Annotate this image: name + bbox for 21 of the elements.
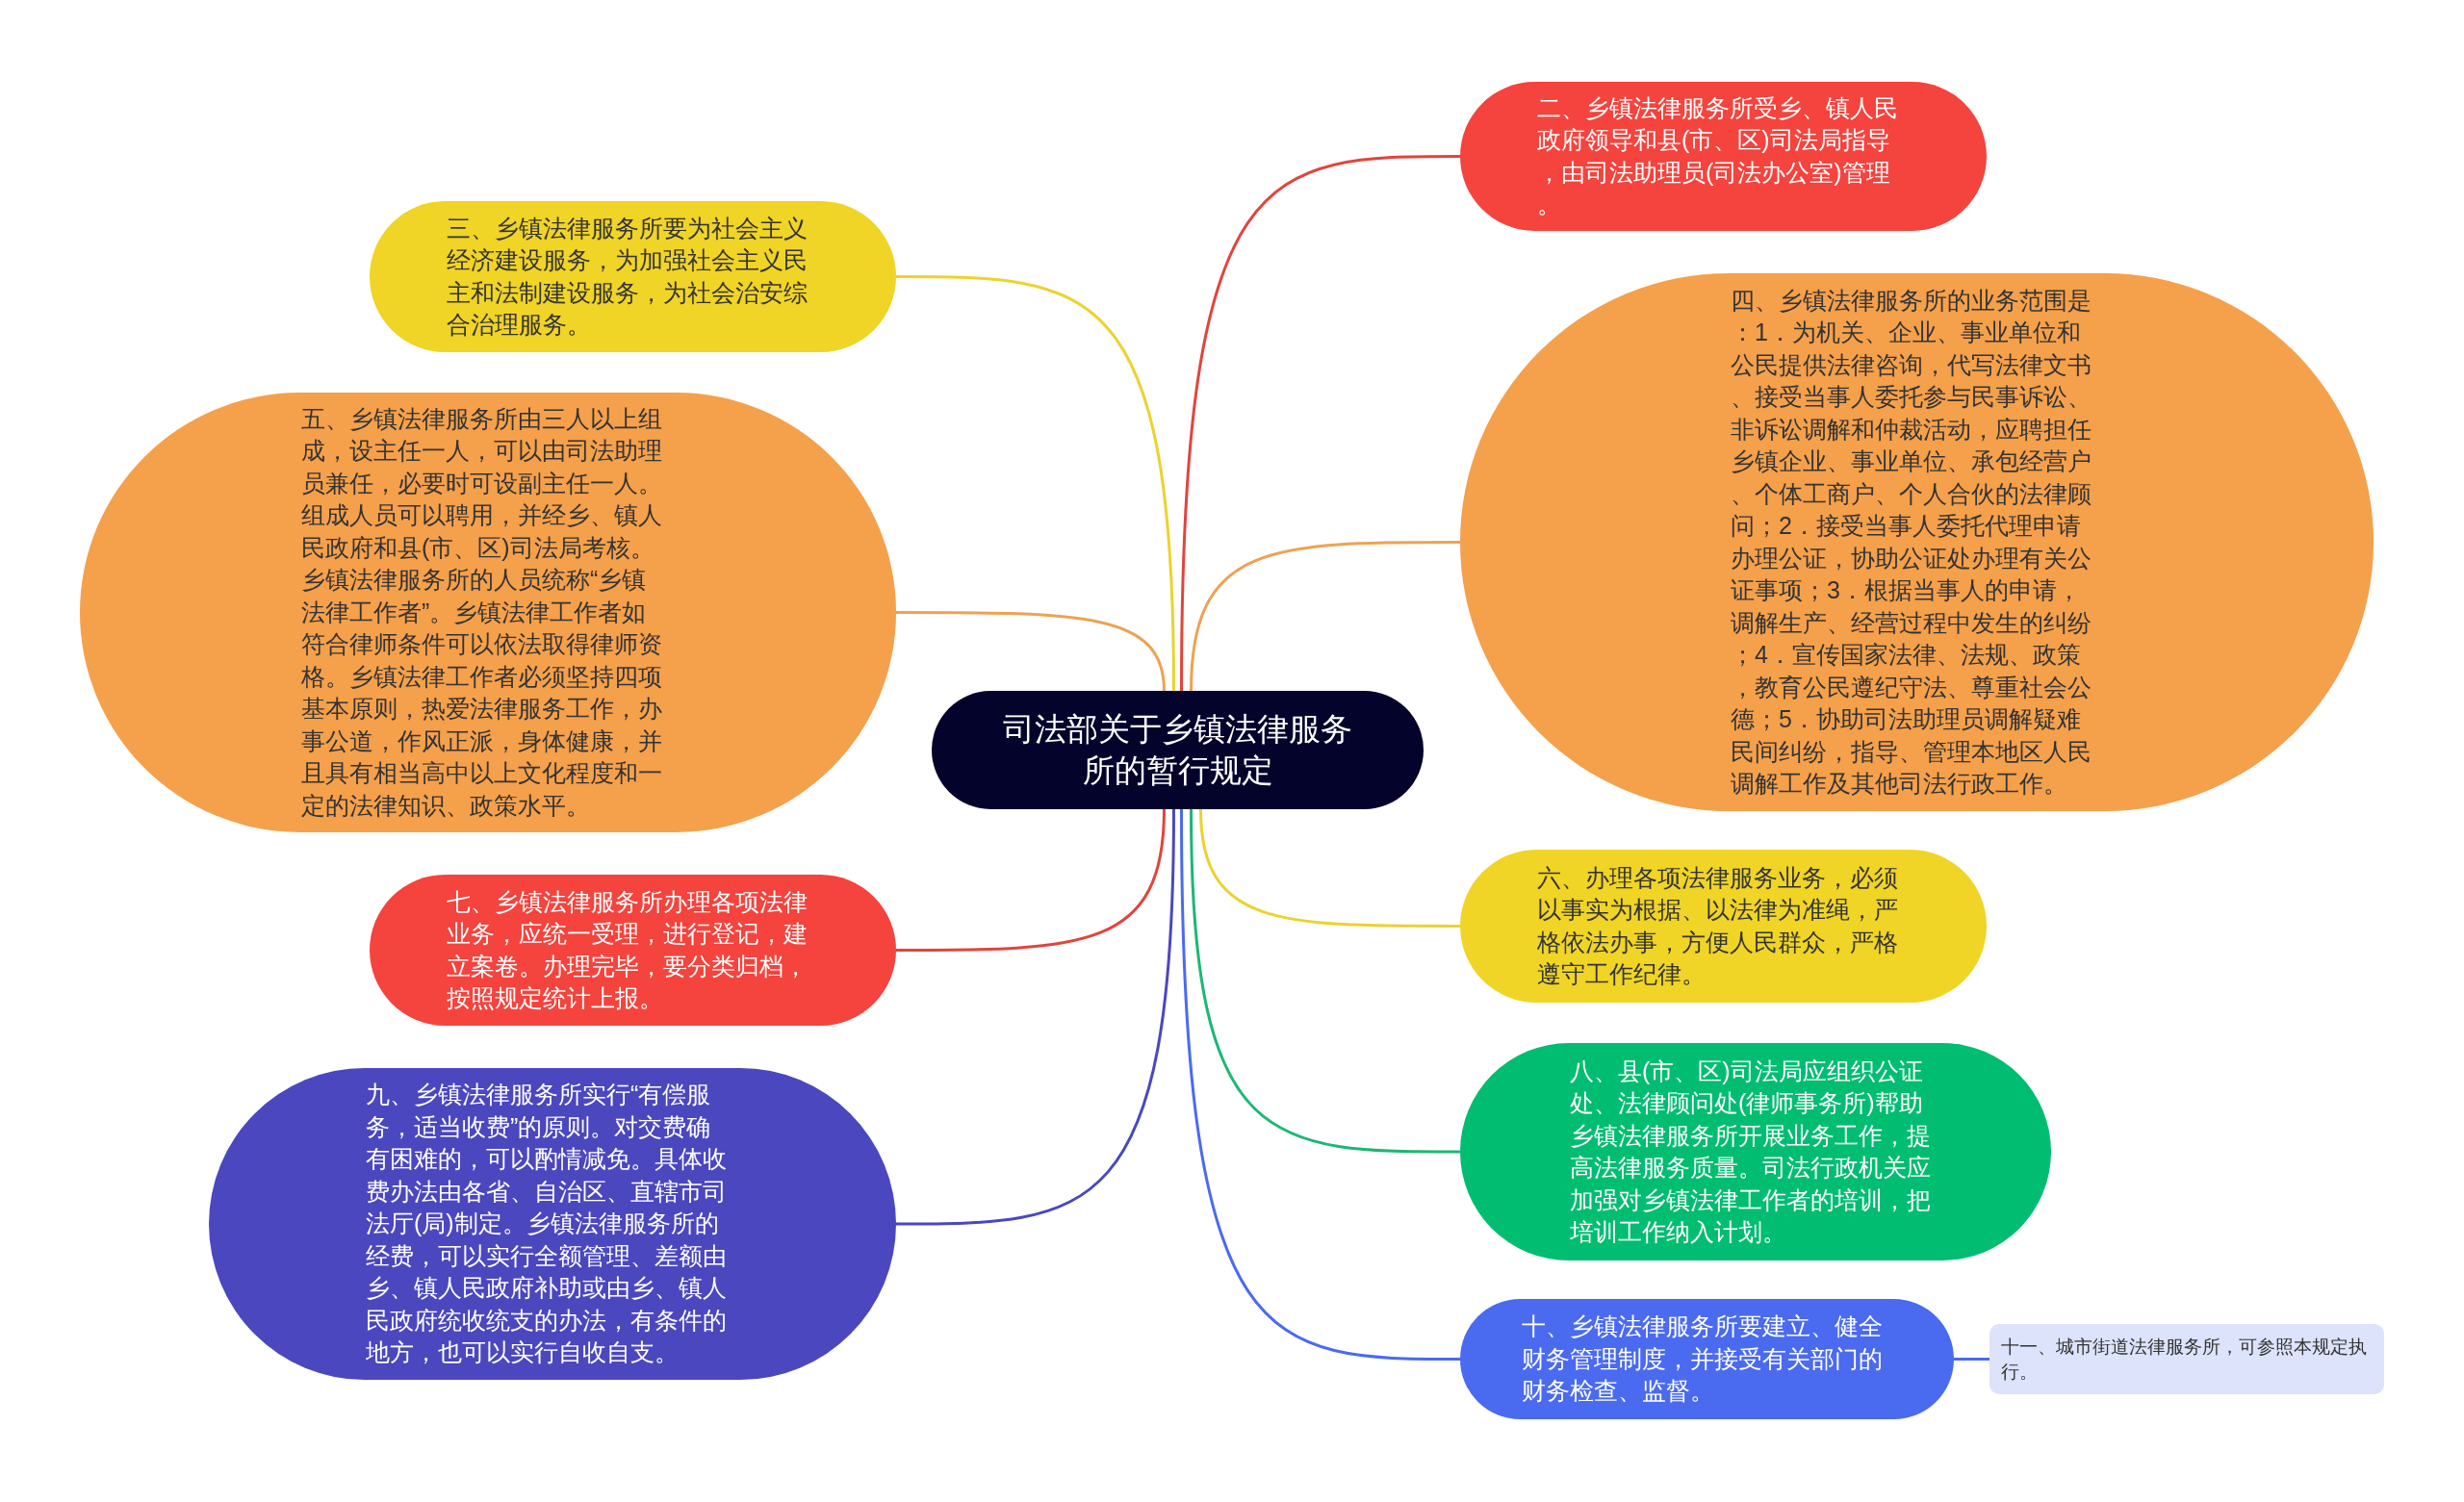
branch-pill: 八、县(市、区)司法局应组织公证处、法律顾问处(律师事务所)帮助乡镇法律服务所开展业务工作，提高法律服务质量。司法行政机关应加强对乡镇法律工作者的培训，把培训工作纳入计划。 — [1460, 1043, 2051, 1260]
connector-line — [1190, 808, 1460, 1154]
connector-line — [1954, 1358, 1989, 1361]
connector-line — [1180, 808, 1460, 1361]
branch-pill: 十、乡镇法律服务所要建立、健全财务管理制度，并接受有关部门的财务检查、监督。 — [1460, 1299, 1954, 1419]
connector-line — [896, 808, 1175, 1226]
connector-line — [1199, 808, 1460, 928]
branch-pill: 四、乡镇法律服务所的业务范围是：1．为机关、企业、事业单位和公民提供法律咨询，代写法律文书、接受当事人委托参与民事诉讼、非诉讼调解和仲裁活动，应聘担任乡镇企业、事业单位、承包经营户、个体工商户、个人合伙的法律顾问；2．接受当事人委托代理申请办理公证，协助公证处办理有关公证事项；3．根据当事人的申请，调解生产、经营过程中发生的纠纷；4．宣传国家法律、法规、政策，教育公民遵纪守法、尊重社会公德；5．协助司法助理员调解疑难民间纠纷，指导、管理本地区人民调解工作及其他司法行政工作。 — [1460, 273, 2374, 811]
branch-pill: 六、办理各项法律服务业务，必须以事实为根据、以法律为准绳，严格依法办事，方便人民群众，严格遵守工作纪律。 — [1460, 850, 1987, 1003]
branch-pill: 三、乡镇法律服务所要为社会主义经济建设服务，为加强社会主义民主和法制建设服务，为社会治安综合治理服务。 — [370, 201, 896, 352]
connector-line — [1190, 541, 1460, 692]
connector-line — [896, 611, 1166, 692]
connector-line — [1180, 155, 1460, 692]
topic-pill: 司法部关于乡镇法律服务所的暂行规定 — [932, 691, 1424, 809]
branch-pill: 七、乡镇法律服务所办理各项法律业务，应统一受理，进行登记，建立案卷。办理完毕，要分类归档，按照规定统计上报。 — [370, 875, 896, 1026]
connector-line — [896, 808, 1166, 952]
sub-topic-box: 十一、城市街道法律服务所，可参照本规定执行。 — [1989, 1324, 2384, 1394]
branch-pill: 二、乡镇法律服务所受乡、镇人民政府领导和县(市、区)司法局指导，由司法助理员(司法办公室)管理。 — [1460, 82, 1987, 231]
branch-pill: 九、乡镇法律服务所实行“有偿服务，适当收费”的原则。对交费确有困难的，可以酌情减免。具体收费办法由各省、自治区、直辖市司法厅(局)制定。乡镇法律服务所的经费，可以实行全额管理、差额由乡、镇人民政府补助或由乡、镇人民政府统收统支的办法，有条件的地方，也可以实行自收自支。 — [209, 1068, 896, 1380]
branch-pill: 五、乡镇法律服务所由三人以上组成，设主任一人，可以由司法助理员兼任，必要时可设副主任一人。组成人员可以聘用，并经乡、镇人民政府和县(市、区)司法局考核。乡镇法律服务所的人员统称“乡镇法律工作者”。乡镇法律工作者如符合律师条件可以依法取得律师资格。乡镇法律工作者必须坚持四项基本原则，热爱法律服务工作，办事公道，作风正派，身体健康，并且具有相当高中以上文化程度和一定的法律知识、政策水平。 — [80, 393, 896, 832]
connector-line — [896, 275, 1175, 692]
